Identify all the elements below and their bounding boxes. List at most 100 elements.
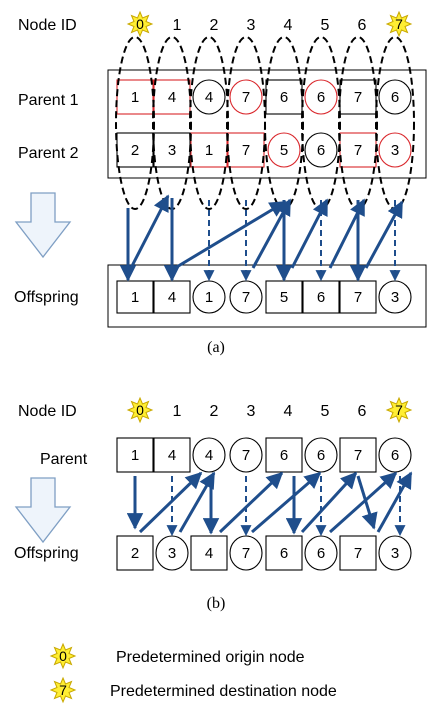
parent-b-cell-7: 6 xyxy=(378,437,412,473)
offspring-a-cell-4: 5 xyxy=(265,280,303,314)
parent1-cell-3: 7 xyxy=(229,79,263,115)
cell-value: 6 xyxy=(317,89,325,106)
cell-value: 3 xyxy=(168,142,176,159)
cell-value: 4 xyxy=(168,89,176,106)
cell-value: 7 xyxy=(242,142,250,159)
parent2-cell-1: 3 xyxy=(153,132,191,168)
node-id-2: 2 xyxy=(210,403,219,420)
cell-value: 7 xyxy=(242,89,250,106)
gene-pair-ellipse-1 xyxy=(152,36,192,210)
offspring-b-cell-4: 6 xyxy=(265,535,303,571)
down-arrow-b xyxy=(14,477,72,544)
offspring-a-cell-3: 7 xyxy=(229,280,263,314)
node-id-label-a: Node ID xyxy=(18,17,77,34)
offspring-label-a: Offspring xyxy=(14,289,79,306)
star-label: 0 xyxy=(59,648,67,664)
parent-b-cell-0: 1 xyxy=(116,437,154,473)
parent-b-cell-6: 7 xyxy=(339,437,377,473)
parents-box-a xyxy=(107,69,427,179)
node-id-5: 5 xyxy=(321,17,330,34)
arrow-b-3 xyxy=(178,471,216,533)
gene-pair-ellipse-0 xyxy=(115,36,155,210)
parent-b-cell-4: 6 xyxy=(265,437,303,473)
parent2-cell-4: 5 xyxy=(267,132,301,168)
cell-value: 4 xyxy=(205,89,213,106)
parent1-cell-7: 6 xyxy=(378,79,412,115)
cell-value: 6 xyxy=(317,289,325,306)
cell-value: 3 xyxy=(391,545,399,562)
star-label: 0 xyxy=(136,402,144,418)
arrow-a-1 xyxy=(130,194,170,267)
cell-value: 7 xyxy=(354,89,362,106)
down-arrow-a xyxy=(14,192,72,259)
parent1-cell-4: 6 xyxy=(265,79,303,115)
gene-pair-ellipses xyxy=(115,36,415,210)
arrow-b-1 xyxy=(138,471,203,534)
cell-value: 4 xyxy=(205,447,213,464)
offspring-b-cell-0: 2 xyxy=(116,535,154,571)
node-id-6: 6 xyxy=(358,403,367,420)
parent2-cell-7: 3 xyxy=(378,132,412,168)
legend-origin-text: Predetermined origin node xyxy=(116,649,305,666)
node-id-2: 2 xyxy=(210,17,219,34)
cell-value: 7 xyxy=(242,447,250,464)
gene-pair-ellipse-3 xyxy=(226,36,266,210)
offspring-b-cell-5: 6 xyxy=(304,535,338,571)
offspring-b-cell-6: 7 xyxy=(339,535,377,571)
cell-value: 7 xyxy=(354,289,362,306)
cell-value: 7 xyxy=(354,447,362,464)
gene-pair-ellipse-4 xyxy=(264,36,304,210)
node-id-3: 3 xyxy=(247,403,256,420)
node-id-4: 4 xyxy=(284,403,293,420)
parent2-cell-6: 7 xyxy=(339,132,377,168)
cell-value: 3 xyxy=(168,545,176,562)
cell-value: 4 xyxy=(168,289,176,306)
parent1-cell-6: 7 xyxy=(339,79,377,115)
star-node-0-icon: 0 xyxy=(126,396,154,424)
legend-destination-text: Predetermined destination node xyxy=(110,683,337,700)
offspring-a-cell-7: 3 xyxy=(378,280,412,314)
cell-value: 1 xyxy=(205,142,213,159)
cell-value: 2 xyxy=(131,545,139,562)
cell-value: 6 xyxy=(317,142,325,159)
star-node-7-icon: 7 xyxy=(385,396,413,424)
gene-pair-ellipse-2 xyxy=(189,36,229,210)
parent-b-cell-5: 6 xyxy=(304,437,338,473)
arrow-b-11 xyxy=(329,471,398,534)
star-label: 7 xyxy=(59,682,67,698)
offspring-a-cell-5: 6 xyxy=(302,280,340,314)
offspring-b-cell-7: 3 xyxy=(378,535,412,571)
offspring-label-b: Offspring xyxy=(14,545,79,562)
parent2-cell-0: 2 xyxy=(116,132,154,168)
cell-value: 6 xyxy=(391,89,399,106)
arrow-b-12 xyxy=(356,475,378,530)
star-label: 7 xyxy=(395,402,403,418)
cell-value: 1 xyxy=(205,289,213,306)
cell-value: 6 xyxy=(280,89,288,106)
parent-b-cell-1: 4 xyxy=(153,437,191,473)
offspring-a-cell-2: 1 xyxy=(192,280,226,314)
arrow-b-7 xyxy=(251,471,322,534)
node-id-3: 3 xyxy=(247,17,256,34)
star-label: 7 xyxy=(395,16,403,32)
node-id-6: 6 xyxy=(358,17,367,34)
legend-star-0: 0 xyxy=(49,642,77,670)
parent2-cell-5: 6 xyxy=(304,132,338,168)
offspring-b-cell-2: 4 xyxy=(190,535,228,571)
arrow-b-9 xyxy=(300,471,358,534)
parent1-cell-2: 4 xyxy=(192,79,226,115)
cell-value: 7 xyxy=(354,545,362,562)
cell-value: 3 xyxy=(391,142,399,159)
cell-value: 1 xyxy=(131,89,139,106)
cell-value: 4 xyxy=(168,447,176,464)
parent2-cell-3: 7 xyxy=(227,132,265,168)
cell-value: 1 xyxy=(131,447,139,464)
offspring-b-cell-3: 7 xyxy=(229,535,263,571)
cell-value: 6 xyxy=(317,447,325,464)
cell-value: 6 xyxy=(317,545,325,562)
parent2-cell-2: 1 xyxy=(190,132,228,168)
